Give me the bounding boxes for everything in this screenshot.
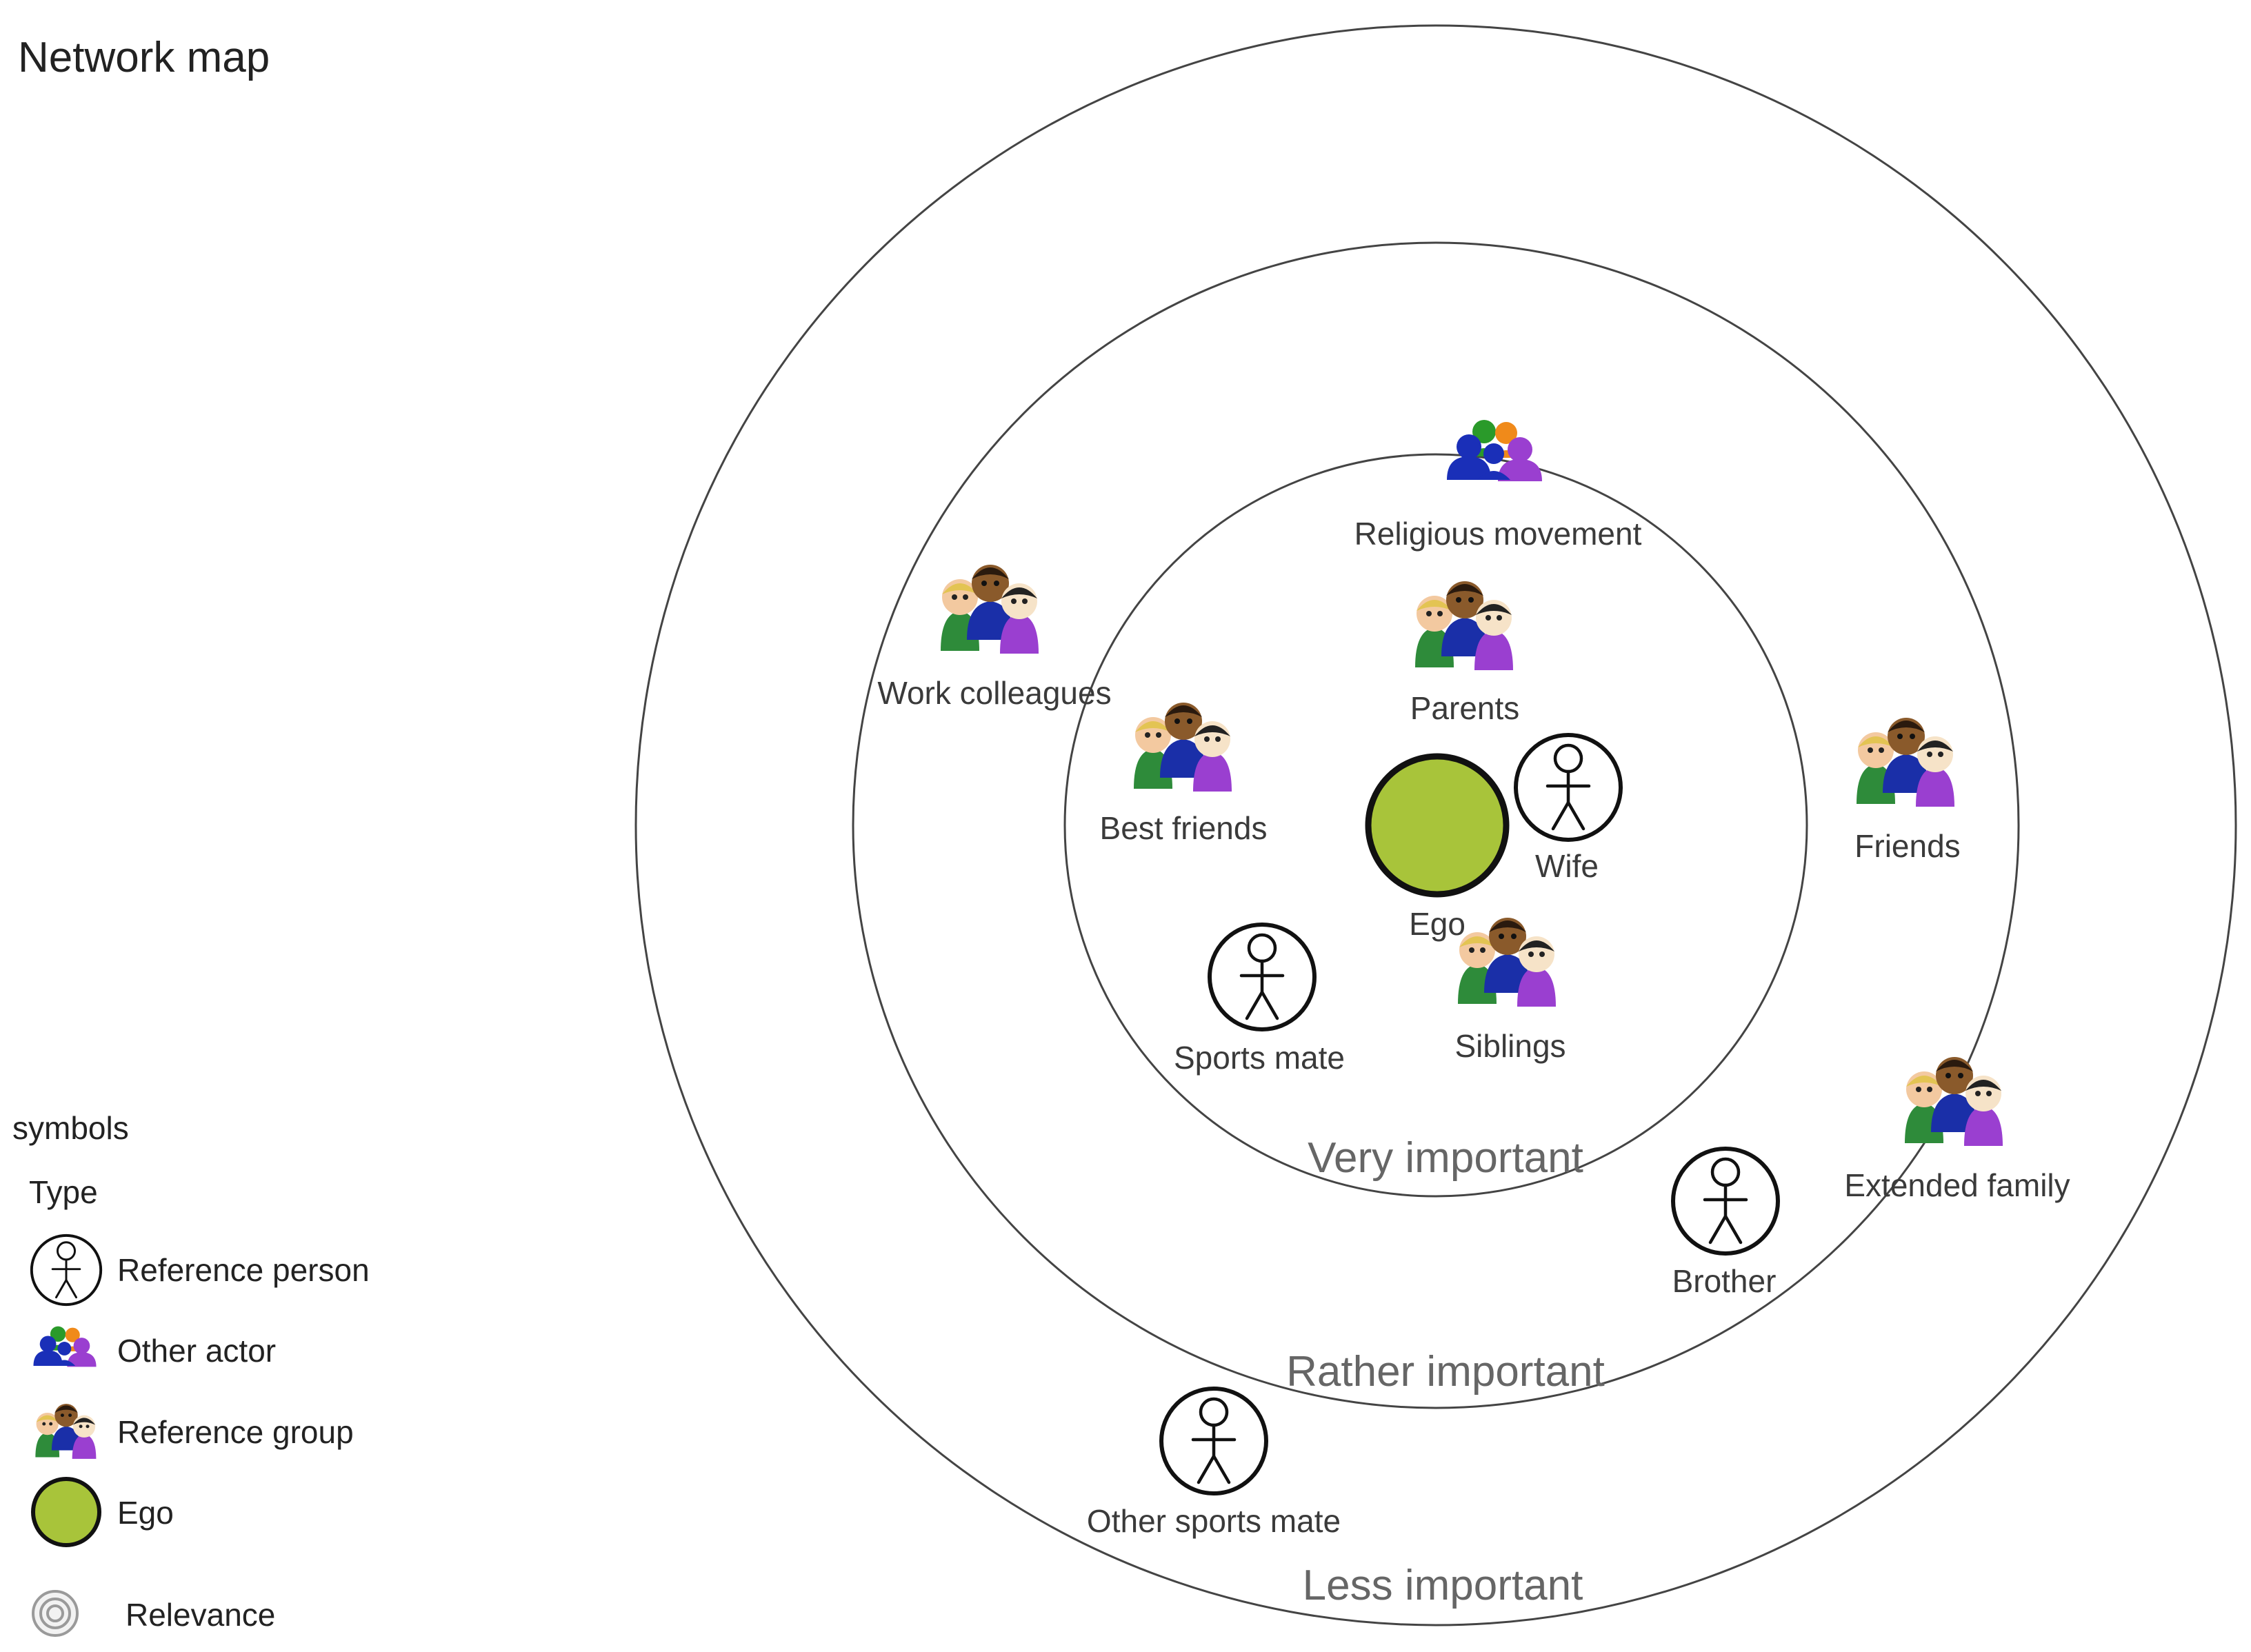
node-label-extended-family: Extended family bbox=[1844, 1167, 2070, 1203]
ego-label: Ego bbox=[1409, 906, 1465, 942]
legend-ego-icon bbox=[31, 1477, 101, 1547]
legend-label-reference-person: Reference person bbox=[117, 1252, 370, 1288]
religious-movement-actor-icon bbox=[1447, 420, 1542, 481]
node-label-parents: Parents bbox=[1410, 690, 1520, 726]
ring-less-important bbox=[634, 24, 2237, 1626]
node-label-best-friends: Best friends bbox=[1100, 810, 1268, 846]
siblings-group-icon bbox=[1458, 918, 1556, 1007]
legend-label-other-actor: Other actor bbox=[117, 1333, 276, 1369]
node-label-work-colleagues: Work colleagues bbox=[877, 675, 1111, 711]
legend-label-ego: Ego bbox=[117, 1495, 174, 1531]
legend-label-relevance: Relevance bbox=[126, 1597, 275, 1633]
sports-mate-person-icon bbox=[1210, 925, 1314, 1029]
wife-person-icon bbox=[1516, 735, 1621, 840]
legend-reference-person-icon bbox=[30, 1233, 103, 1307]
legend-subheading: Type bbox=[29, 1174, 98, 1210]
node-label-religious-movement: Religious movement bbox=[1354, 516, 1642, 552]
work-colleagues-group-icon bbox=[941, 565, 1039, 654]
node-label-other-sports-mate: Other sports mate bbox=[1087, 1503, 1341, 1539]
node-label-friends: Friends bbox=[1854, 828, 1960, 864]
node-label-wife: Wife bbox=[1535, 848, 1599, 884]
extended-family-group-icon bbox=[1905, 1057, 2003, 1146]
node-label-brother: Brother bbox=[1672, 1263, 1777, 1299]
ring-label-very-important: Very important bbox=[1308, 1134, 1583, 1182]
ring-label-rather-important: Rather important bbox=[1286, 1348, 1605, 1396]
legend-other-actor-icon bbox=[33, 1326, 97, 1367]
node-label-sports-mate: Sports mate bbox=[1174, 1040, 1345, 1076]
parents-group-icon bbox=[1415, 581, 1513, 670]
ring-rather-important bbox=[852, 241, 2020, 1409]
legend-relevance-icon bbox=[32, 1590, 79, 1637]
brother-person-icon bbox=[1673, 1149, 1778, 1253]
legend-reference-group-icon bbox=[35, 1403, 97, 1459]
legend: symbols Type Reference person Other acto… bbox=[12, 1110, 370, 1637]
other-sports-mate-person-icon bbox=[1161, 1389, 1266, 1493]
node-label-siblings: Siblings bbox=[1454, 1028, 1565, 1064]
friends-group-icon bbox=[1857, 718, 1954, 807]
ego-node bbox=[1365, 753, 1510, 898]
best-friends-group-icon bbox=[1134, 703, 1232, 792]
legend-label-reference-group: Reference group bbox=[117, 1414, 354, 1450]
page-title: Network map bbox=[18, 34, 270, 81]
ring-very-important bbox=[1063, 453, 1808, 1198]
legend-heading: symbols bbox=[12, 1110, 129, 1146]
ring-label-less-important: Less important bbox=[1303, 1562, 1583, 1609]
